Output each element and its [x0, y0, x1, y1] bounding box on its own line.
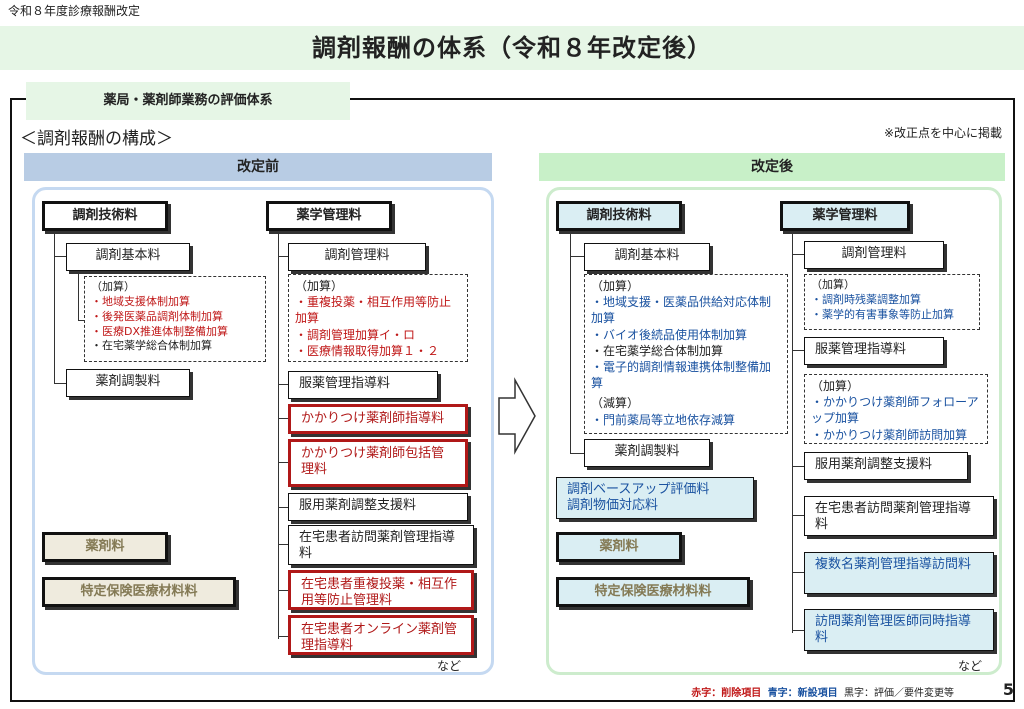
after-material-fee: 特定保険医療材料料	[556, 577, 750, 607]
addon-item: ・重複投薬・相互作用等防止加算	[295, 295, 452, 326]
connector	[792, 350, 804, 351]
before-item: 在宅患者オンライン薬剤管理指導料	[288, 615, 474, 655]
addon-item: ・調剤管理加算イ・ロ	[295, 327, 416, 342]
after-prep-fee: 薬剤調製料	[584, 439, 710, 467]
addon-item: ・かかりつけ薬剤師訪問加算	[811, 427, 968, 442]
legend-blue: 青字：新設項目	[767, 688, 838, 699]
addon-item: ・後発医薬品調剤体制加算	[91, 309, 223, 323]
connector	[278, 507, 288, 508]
addon-item: ・かかりつけ薬剤師フォローアップ加算	[811, 395, 979, 426]
connector	[278, 418, 288, 419]
addon-title: （加算）	[91, 280, 135, 293]
before-item: かかりつけ薬剤師包括管理料	[288, 439, 468, 487]
before-prep-fee: 薬剤調製料	[66, 369, 190, 397]
connector	[54, 231, 55, 383]
addon-item: ・バイオ後続品使用体制加算	[591, 327, 748, 342]
connector	[278, 231, 279, 639]
addon-item: ・電子的調剤情報連携体制整備加算	[591, 359, 772, 391]
connector	[792, 466, 804, 467]
after-header: 改定後	[539, 153, 1005, 181]
addon-item: ・地域支援体制加算	[91, 294, 190, 308]
connector	[792, 515, 804, 516]
reduce-title: （減算）	[591, 396, 640, 411]
note-text: ※改正点を中心に掲載	[883, 126, 1002, 140]
before-mgmt-addon-box: （加算） ・重複投薬・相互作用等防止加算 ・調剤管理加算イ・ロ ・医療情報取得加…	[288, 274, 468, 362]
legend: 赤字：削除項目 青字：新設項目 黒字：評価／要件変更等	[691, 684, 954, 699]
before-drug-fee: 薬剤料	[42, 532, 168, 562]
before-item: 在宅患者重複投薬・相互作用等防止管理料	[288, 570, 474, 610]
before-dispense-mgmt: 調剤管理料	[288, 243, 426, 271]
after-mgmt-addon-box: （加算） ・調剤時残薬調整加算 ・薬学的有害事象等防止加算	[804, 274, 980, 330]
connector	[792, 254, 804, 255]
before-basic-fee: 調剤基本料	[66, 243, 190, 271]
addon-item: ・医療DX推進体制整備加算	[91, 324, 229, 338]
addon-item: ・調剤時残薬調整加算	[811, 292, 921, 306]
connector	[278, 590, 288, 591]
before-item: 服薬管理指導料	[288, 371, 438, 399]
connector	[54, 256, 66, 257]
after-addon-box: （加算） ・地域支援・医薬品供給対応体制加算 ・バイオ後続品使用体制加算 ・在宅…	[584, 274, 788, 434]
addon-title: （加算）	[811, 379, 860, 393]
connector	[792, 572, 804, 573]
frame-tag: 薬局・薬剤師業務の評価体系	[26, 82, 350, 120]
connector	[278, 462, 288, 463]
legend-red: 赤字：削除項目	[691, 688, 762, 699]
after-guidance-addon-box: （加算） ・かかりつけ薬剤師フォローアップ加算 ・かかりつけ薬剤師訪問加算	[804, 374, 988, 444]
addon-item: ・薬学的有害事象等防止加算	[811, 307, 954, 321]
reduce-item: ・門前薬局等立地依存減算	[591, 412, 736, 427]
legend-black: 黒字：評価／要件変更等	[844, 688, 954, 699]
before-pharm-mgmt: 薬学管理料	[266, 201, 392, 231]
page-title: 調剤報酬の体系（令和８年改定後）	[0, 26, 1024, 70]
connector	[278, 384, 288, 385]
after-item: 服用薬剤調整支援料	[804, 452, 968, 480]
connector	[278, 544, 288, 545]
before-material-fee: 特定保険医療材料料	[42, 577, 236, 607]
connector	[570, 256, 584, 257]
structure-label: ＜調剤報酬の構成＞	[20, 129, 173, 149]
connector	[78, 320, 84, 321]
connector	[278, 636, 288, 637]
after-panel	[546, 187, 1002, 675]
connector	[792, 630, 804, 631]
after-item: 在宅患者訪問薬剤管理指導料	[804, 496, 994, 536]
after-etc: など	[958, 659, 983, 673]
before-tech-fee: 調剤技術料	[42, 201, 168, 231]
before-item: かかりつけ薬剤師指導料	[288, 404, 468, 434]
after-basic-fee: 調剤基本料	[584, 243, 710, 271]
after-item: 訪問薬剤管理医師同時指導料	[804, 609, 994, 651]
after-dispense-mgmt: 調剤管理料	[804, 241, 944, 269]
connector	[792, 231, 793, 633]
main-frame	[10, 98, 1015, 702]
before-etc: など	[437, 659, 462, 673]
after-drug-fee: 薬剤料	[556, 532, 682, 562]
connector	[570, 231, 571, 453]
before-addon-box: （加算） ・地域支援体制加算 ・後発医薬品調剤体制加算 ・医療DX推進体制整備加…	[84, 276, 266, 362]
addon-title: （加算）	[295, 279, 344, 293]
doc-label: 令和８年度診療報酬改定	[8, 4, 141, 18]
after-tech-fee: 調剤技術料	[556, 201, 682, 231]
after-guidance-fee: 服薬管理指導料	[804, 337, 944, 365]
connector	[78, 270, 79, 320]
after-baseup-fee: 調剤ベースアップ評価料 調剤物価対応料	[556, 477, 754, 519]
addon-title: （加算）	[591, 279, 640, 293]
addon-item: ・地域支援・医薬品供給対応体制加算	[591, 295, 772, 326]
before-item: 在宅患者訪問薬剤管理指導料	[288, 525, 474, 565]
connector	[54, 383, 66, 384]
after-item: 複数名薬剤管理指導訪問料	[804, 552, 994, 594]
connector	[570, 453, 584, 454]
addon-item: ・在宅薬学総合体制加算	[591, 343, 724, 358]
addon-title: （加算）	[811, 278, 855, 291]
addon-item: ・在宅薬学総合体制加算	[91, 339, 212, 353]
before-panel	[32, 187, 494, 675]
after-pharm-mgmt: 薬学管理料	[780, 201, 910, 231]
connector	[278, 256, 288, 257]
before-item: 服用薬剤調整支援料	[288, 493, 468, 521]
addon-item: ・医療情報取得加算１・２	[295, 343, 440, 358]
before-header: 改定前	[24, 153, 492, 181]
page-number: 5	[1002, 680, 1014, 699]
right-arrow-icon	[497, 376, 537, 460]
